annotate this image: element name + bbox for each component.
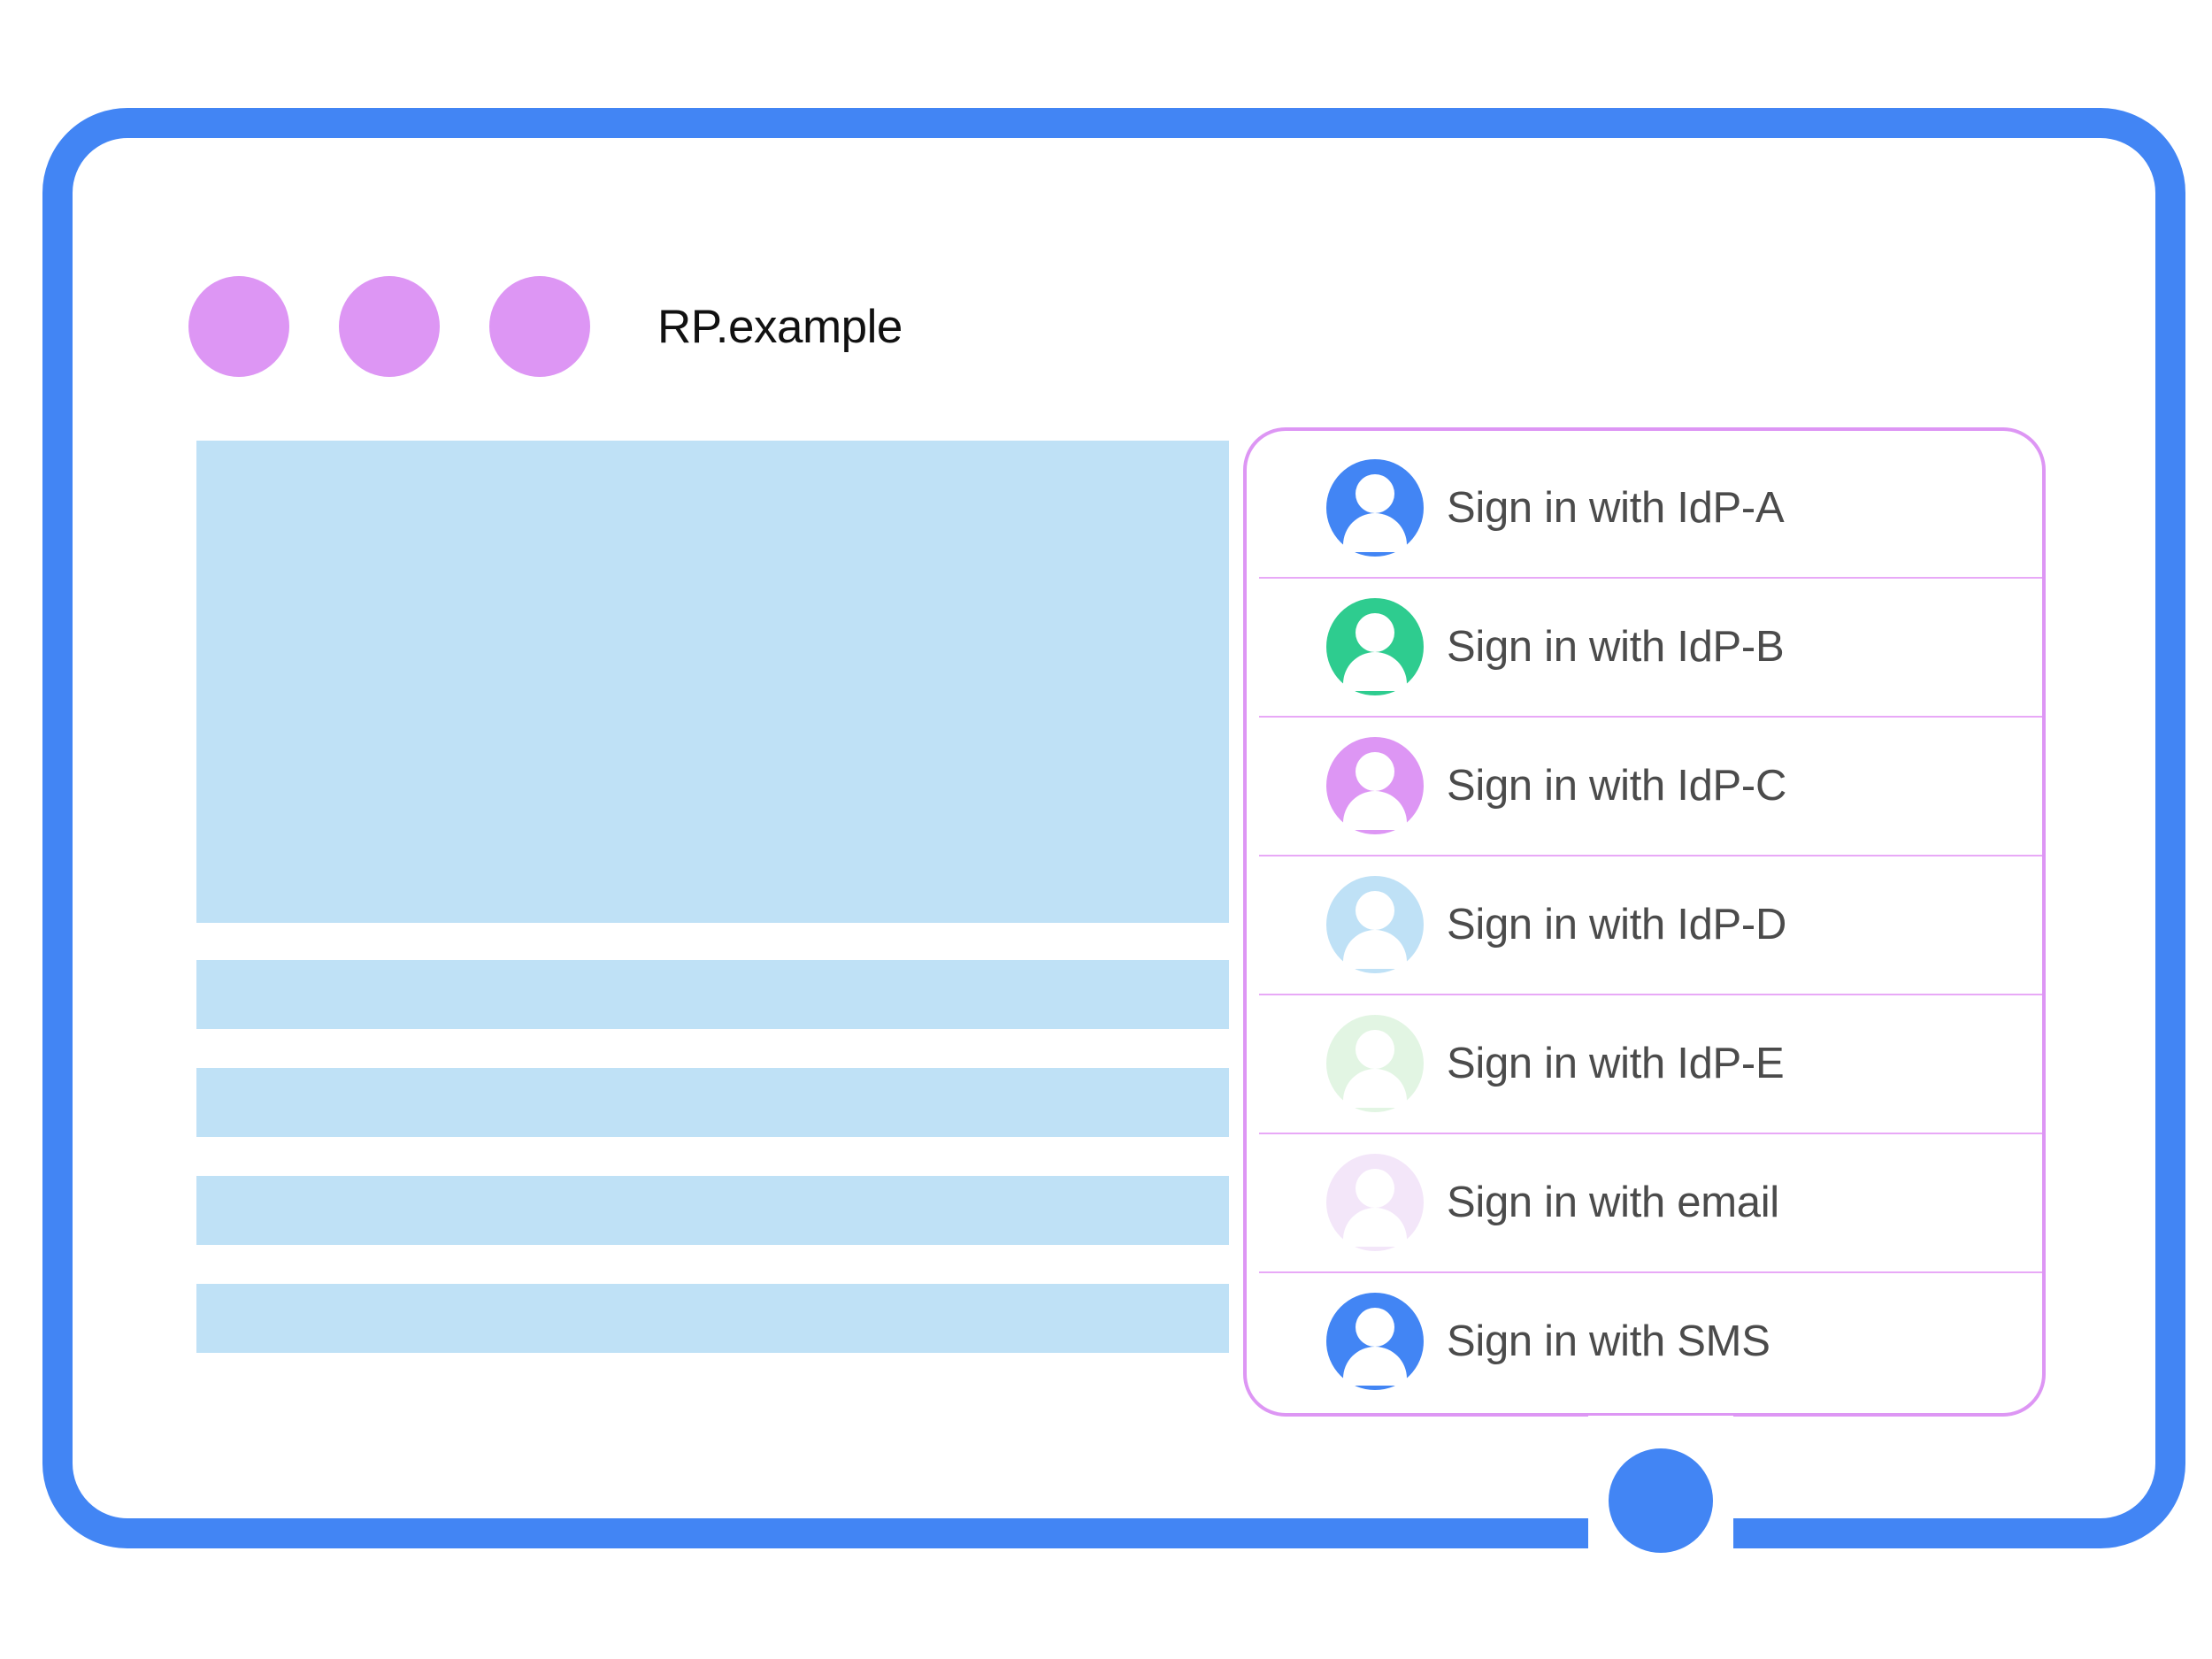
page-title: RP.example — [657, 300, 902, 353]
account-row[interactable]: Sign in with email — [1247, 1133, 2042, 1271]
avatar-head — [1356, 473, 1394, 513]
avatar-head — [1356, 890, 1394, 930]
avatar-body — [1343, 512, 1407, 552]
account-label: Sign in with IdP-E — [1447, 1039, 1785, 1087]
browser-title-bar: RP.example — [188, 274, 902, 379]
account-label: Sign in with email — [1447, 1178, 1779, 1226]
chrome-dot-2[interactable] — [339, 276, 440, 377]
account-chooser-panel: Sign in with IdP-A Sign in with IdP-B Si… — [1243, 427, 2046, 1417]
person-avatar-icon — [1326, 875, 1424, 973]
account-label: Sign in with IdP-A — [1447, 483, 1785, 532]
line-placeholder-4 — [196, 1284, 1229, 1353]
avatar-body — [1343, 1346, 1407, 1386]
avatar-body — [1343, 1068, 1407, 1108]
avatar-head — [1356, 1029, 1394, 1069]
account-label: Sign in with SMS — [1447, 1317, 1770, 1365]
avatar-body — [1343, 929, 1407, 969]
person-avatar-icon — [1326, 736, 1424, 834]
account-label: Sign in with IdP-C — [1447, 761, 1787, 810]
line-placeholder-1 — [196, 960, 1229, 1029]
avatar-body — [1343, 651, 1407, 691]
avatar-head — [1356, 751, 1394, 791]
home-button[interactable] — [1609, 1448, 1713, 1553]
account-row[interactable]: Sign in with IdP-D — [1247, 855, 2042, 994]
account-label: Sign in with IdP-D — [1447, 900, 1787, 949]
person-avatar-icon — [1326, 597, 1424, 695]
person-avatar-icon — [1326, 1292, 1424, 1390]
line-placeholder-2 — [196, 1068, 1229, 1137]
person-avatar-icon — [1326, 1153, 1424, 1251]
content-skeleton — [196, 441, 1229, 1353]
account-row[interactable]: Sign in with IdP-B — [1247, 577, 2042, 716]
account-row[interactable]: Sign in with IdP-A — [1247, 438, 2042, 577]
person-avatar-icon — [1326, 458, 1424, 557]
account-label: Sign in with IdP-B — [1447, 622, 1785, 671]
avatar-body — [1343, 790, 1407, 830]
account-row[interactable]: Sign in with IdP-E — [1247, 994, 2042, 1133]
avatar-head — [1356, 1307, 1394, 1347]
account-row[interactable]: Sign in with SMS — [1247, 1271, 2042, 1410]
account-row[interactable]: Sign in with IdP-C — [1247, 716, 2042, 855]
line-placeholder-3 — [196, 1176, 1229, 1245]
hero-placeholder — [196, 441, 1229, 923]
chrome-dot-3[interactable] — [489, 276, 590, 377]
avatar-head — [1356, 612, 1394, 652]
avatar-body — [1343, 1207, 1407, 1247]
avatar-head — [1356, 1168, 1394, 1208]
person-avatar-icon — [1326, 1014, 1424, 1112]
chrome-dot-1[interactable] — [188, 276, 289, 377]
